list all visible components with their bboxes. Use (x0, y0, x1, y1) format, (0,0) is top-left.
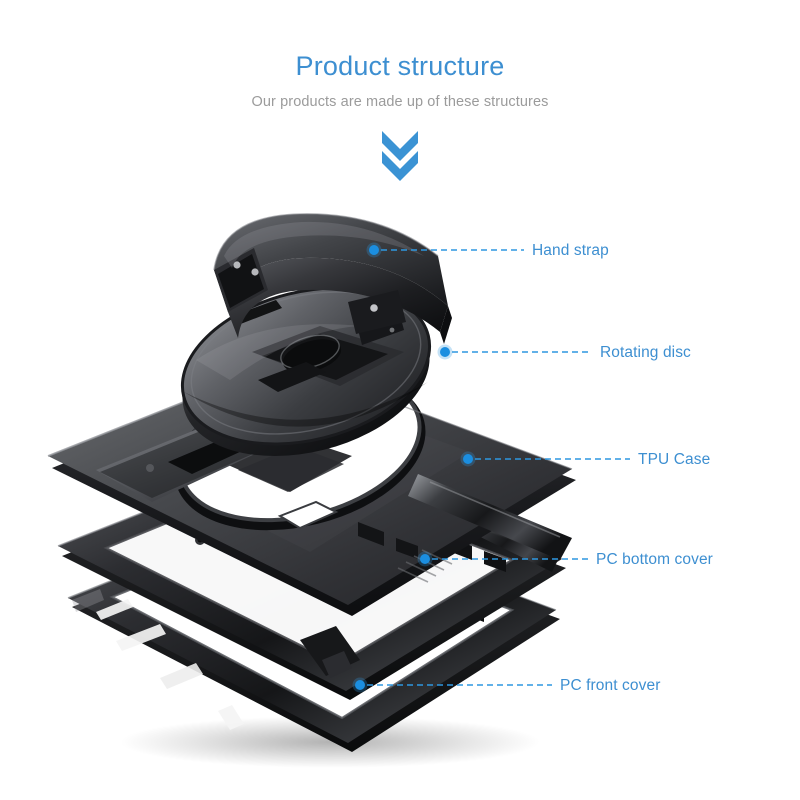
callout-leaders (352, 242, 630, 693)
callout-label-pc-front-cover: PC front cover (560, 677, 661, 694)
callout-label-hand-strap: Hand strap (532, 242, 609, 259)
callout-leader-hand-strap (366, 242, 524, 258)
double-chevron-down-icon (378, 127, 422, 181)
layer-hand-strap (213, 213, 452, 344)
callout-label-tpu-case: TPU Case (638, 451, 711, 468)
callout-leader-rotating-disc (437, 344, 592, 360)
layer-rotating-disc (180, 286, 432, 457)
callout-leader-pc-bottom-cover (417, 551, 588, 567)
drop-shadow (120, 716, 540, 768)
callout-leader-pc-front-cover (352, 677, 552, 693)
page-subtitle: Our products are made up of these struct… (251, 93, 549, 110)
page-title: Product structure (295, 51, 505, 81)
callout-label-pc-bottom-cover: PC bottom cover (596, 551, 713, 568)
callout-leader-tpu-case (460, 451, 630, 467)
header: Product structure Our products are made … (0, 0, 800, 186)
callout-label-rotating-disc: Rotating disc (600, 344, 691, 361)
